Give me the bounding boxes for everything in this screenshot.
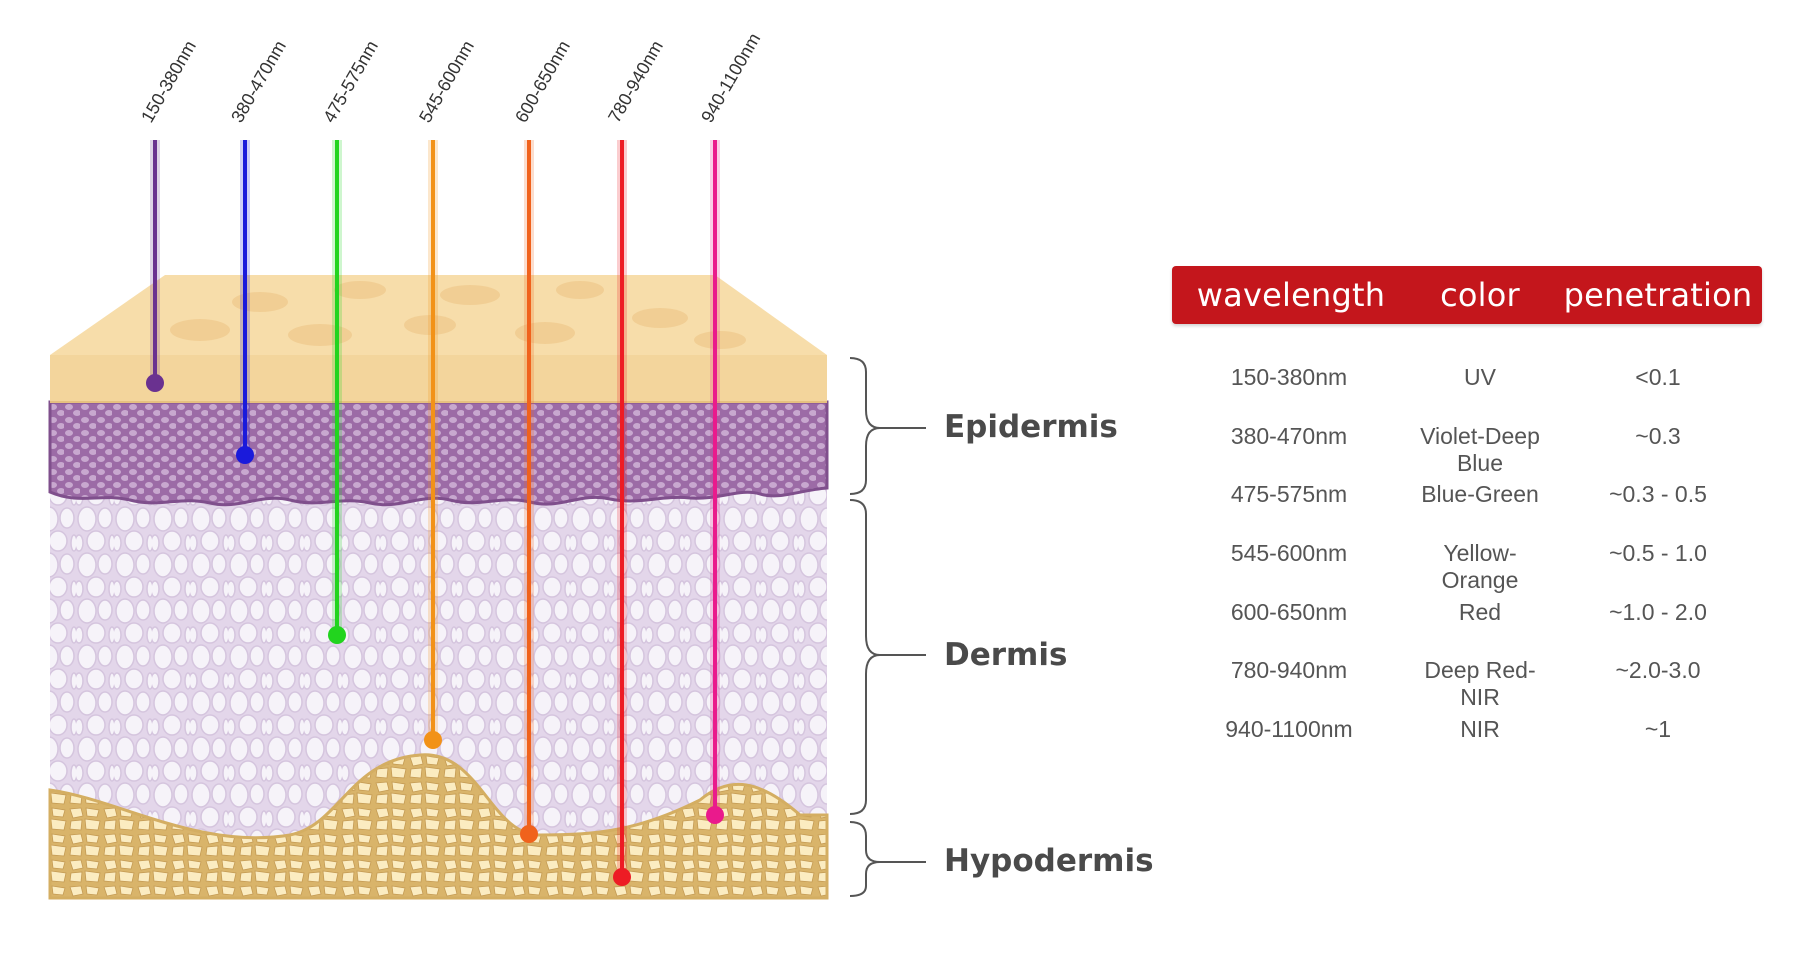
hypodermis-layer <box>48 753 829 900</box>
cell-wavelength: 600-650nm <box>1230 598 1348 625</box>
cell-color: Violet-Deep Blue <box>1420 422 1540 476</box>
cell-wavelength: 150-380nm <box>1230 364 1348 390</box>
header-penetration: penetration <box>1563 276 1753 314</box>
beam-wavelength-label: 545-600nm <box>415 37 478 126</box>
table-row: 380-470nm Violet-Deep Blue ~0.3 <box>1172 423 1762 482</box>
cell-penetration: ~1.0 - 2.0 <box>1609 598 1707 625</box>
table-row: 780-940nm Deep Red-NIR ~2.0-3.0 <box>1172 657 1762 716</box>
beam-end-dot <box>424 731 442 749</box>
table-row: 940-1100nm NIR ~1 <box>1172 716 1762 775</box>
skin-surface-front <box>50 355 827 402</box>
cell-wavelength: 940-1100nm <box>1225 716 1353 743</box>
cell-wavelength: 780-940nm <box>1230 657 1348 684</box>
table-row: 475-575nm Blue-Green ~0.3 - 0.5 <box>1172 481 1762 540</box>
beam-wavelength-label: 150-380nm <box>137 37 200 126</box>
beam-wavelength-label: 780-940nm <box>604 37 667 126</box>
cell-wavelength: 475-575nm <box>1230 481 1348 508</box>
beam-wavelength-label: 475-575nm <box>319 37 382 126</box>
cell-color: Blue-Green <box>1421 481 1539 508</box>
dermis-label: Dermis <box>944 637 1068 673</box>
beam-wavelength-label: 380-470nm <box>227 37 290 126</box>
cell-color: Yellow-Orange <box>1441 540 1519 594</box>
cell-wavelength: 380-470nm <box>1230 422 1348 449</box>
beam-end-dot <box>328 626 346 644</box>
cell-penetration: ~0.5 - 1.0 <box>1609 540 1707 567</box>
cell-penetration: ~0.3 - 0.5 <box>1609 481 1707 508</box>
cell-color: Deep Red-NIR <box>1424 657 1536 711</box>
beam-wavelength-label: 600-650nm <box>511 37 574 126</box>
beam-end-dot <box>146 374 164 392</box>
cell-penetration: ~2.0-3.0 <box>1615 657 1701 684</box>
hypodermis-bracket <box>849 821 926 897</box>
cell-color: Red <box>1458 598 1502 625</box>
cell-penetration: ~1 <box>1644 716 1672 743</box>
header-color: color <box>1440 276 1520 314</box>
beam-wavelength-label: 940-1100nm <box>697 30 764 126</box>
beam-end-dot <box>236 446 254 464</box>
table-row: 545-600nm Yellow-Orange ~0.5 - 1.0 <box>1172 540 1762 599</box>
epidermis-bracket <box>849 357 926 495</box>
beam-end-dot <box>613 868 631 886</box>
cell-wavelength: 545-600nm <box>1230 540 1348 567</box>
cell-color: UV <box>1464 364 1496 390</box>
table-row: 600-650nm Red ~1.0 - 2.0 <box>1172 599 1762 658</box>
header-wavelength: wavelength <box>1196 276 1386 314</box>
table-row: 150-380nm UV <0.1 <box>1172 364 1762 423</box>
penetration-table: 150-380nm UV <0.1 380-470nm Violet-Deep … <box>1172 364 1762 775</box>
hypodermis-label: Hypodermis <box>944 843 1154 879</box>
beam-end-dot <box>706 806 724 824</box>
cell-penetration: <0.1 <box>1635 364 1681 390</box>
beam-end-dot <box>520 825 538 843</box>
table-header: wavelength color penetration <box>1172 266 1762 324</box>
cell-color: NIR <box>1460 716 1500 743</box>
epidermis-label: Epidermis <box>944 409 1118 445</box>
dermis-bracket <box>849 499 926 815</box>
cell-penetration: ~0.3 <box>1635 422 1681 449</box>
